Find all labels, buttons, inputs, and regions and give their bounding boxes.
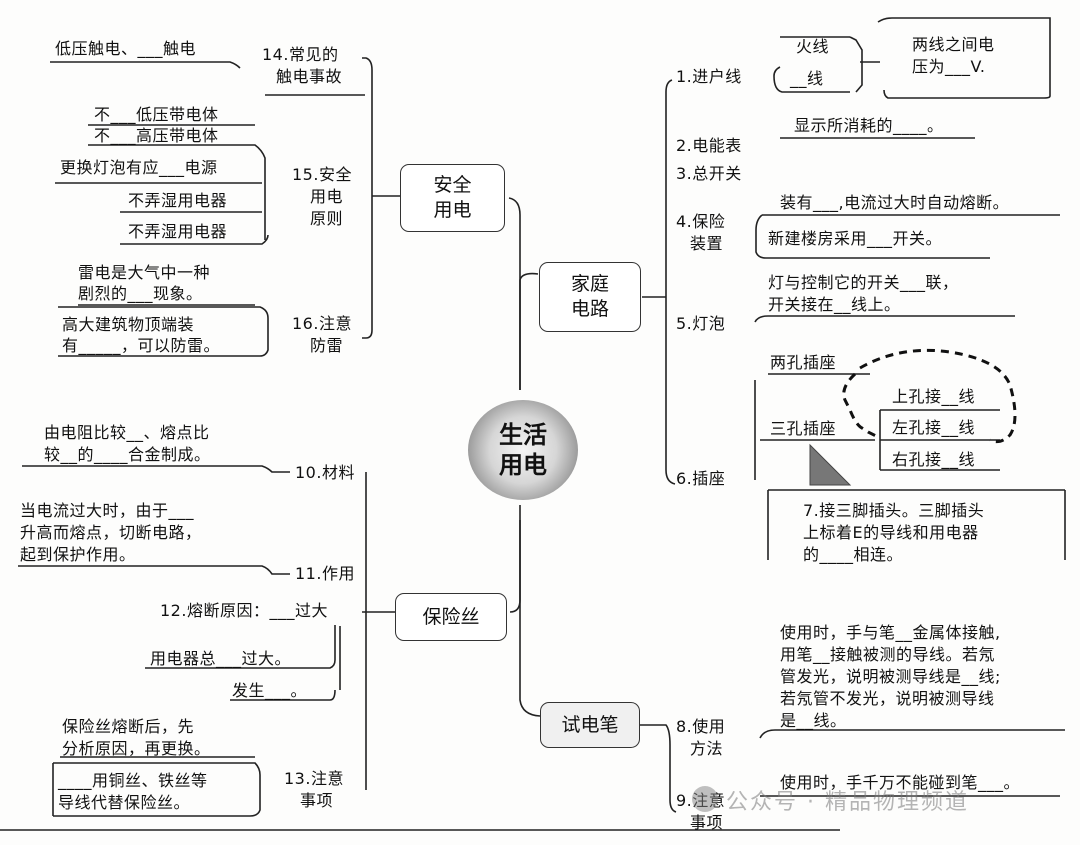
- label-3: 3.总开关: [676, 164, 742, 183]
- node-household-line2: 电路: [570, 298, 609, 320]
- label-14-line1: 14.常见的: [262, 45, 339, 64]
- leaf-11-1: 当电流过大时，由于___: [20, 501, 195, 520]
- node-household-line1: 家庭: [570, 273, 609, 295]
- node-fuse-label: 保险丝: [422, 605, 480, 628]
- voltage-note-1: 两线之间电: [912, 35, 995, 54]
- node-fuse: 保险丝: [395, 593, 507, 641]
- voltage-note-2: 压为___V.: [912, 57, 986, 76]
- leaf-9: 使用时，手千万不能碰到笔___。: [780, 773, 1021, 792]
- center-topic: 生活 用电: [468, 400, 578, 500]
- leaf-8-1: 使用时，手与笔__金属体接触,: [780, 623, 1001, 642]
- node-safety-line2: 用电: [433, 199, 472, 221]
- leaf-11-3: 起到保护作用。: [20, 545, 136, 564]
- label-2: 2.电能表: [676, 136, 742, 155]
- leaf-13-2b: 导线代替保险丝。: [58, 793, 191, 812]
- label-10: 10.材料: [295, 463, 355, 482]
- label-16-line1: 16.注意: [292, 314, 352, 333]
- leaf-16-2a: 高大建筑物顶端装: [62, 315, 195, 334]
- other-wire: __线: [790, 69, 824, 88]
- label-15-line3: 原则: [310, 209, 344, 228]
- leaf-14: 低压触电、___触电: [55, 39, 197, 58]
- label-13-line1: 13.注意: [284, 769, 344, 788]
- leaf-2: 显示所消耗的____。: [794, 116, 944, 135]
- leaf-11-2: 升高而熔点，切断电路，: [20, 523, 202, 542]
- leaf-15-1: 不___低压带电体: [94, 105, 219, 124]
- label-5: 5.灯泡: [676, 314, 726, 333]
- fire-wire: 火线: [796, 37, 830, 56]
- leaf-12-2: 发生___。: [232, 681, 308, 700]
- leaf-15-4: 不弄湿用电器: [128, 191, 228, 210]
- label-8-line2: 方法: [690, 739, 724, 758]
- leaf-13-2a: ____用铜丝、铁丝等: [58, 771, 208, 790]
- leaf-8-4: 若氖管不发光，说明被测导线: [780, 689, 995, 708]
- three-hole-socket: 三孔插座: [770, 419, 837, 438]
- label-13-line2: 事项: [300, 791, 334, 810]
- leaf-8-2: 用笔__接触被测的导线。若氖: [780, 645, 996, 664]
- n7-line3: 的____相连。: [803, 545, 904, 564]
- leaf-8-5: 是__线。: [780, 711, 847, 730]
- node-tester-label: 试电笔: [561, 713, 619, 736]
- label-6: 6.插座: [676, 469, 726, 488]
- leaf-13-1a: 保险丝熔断后，先: [62, 717, 195, 736]
- wechat-logo-icon: [692, 786, 718, 812]
- leaf-16-1a: 雷电是大气中一种: [78, 263, 211, 282]
- label-11: 11.作用: [295, 564, 355, 583]
- node-tester: 试电笔: [540, 702, 640, 748]
- leaf-10-1: 由电阻比较__、熔点比: [44, 423, 210, 442]
- label-8-line1: 8.使用: [676, 717, 726, 736]
- leaf-10-2: 较__的____合金制成。: [44, 445, 211, 464]
- label-9-line2: 事项: [690, 813, 724, 832]
- node-household-circuit: 家庭 电路: [539, 262, 641, 332]
- label-1: 1.进户线: [676, 67, 742, 86]
- leaf-15-3: 更换灯泡有应___电源: [60, 158, 218, 177]
- leaf-12-1: 用电器总___过大。: [150, 649, 292, 668]
- label-15-line2: 用电: [310, 187, 344, 206]
- label-4-line2: 装置: [690, 234, 724, 253]
- label-16-line2: 防雷: [310, 336, 344, 355]
- leaf-16-2b: 有_____，可以防雷。: [62, 336, 221, 355]
- node-safety: 安全 用电: [400, 164, 505, 232]
- label-14-line2: 触电事故: [276, 67, 343, 86]
- leaf-5-2: 开关接在__线上。: [768, 295, 901, 314]
- watermark: 公众号 · 精品物理频道: [726, 790, 969, 815]
- n7-line2: 上标着E的导线和用电器: [803, 523, 979, 542]
- n7-line1: 7.接三脚插头。三脚插头: [803, 501, 985, 520]
- label-12: 12.熔断原因：___过大: [160, 601, 328, 620]
- leaf-13-1b: 分析原因，再更换。: [62, 739, 211, 758]
- label-4-line1: 4.保险: [676, 212, 726, 231]
- right-hole: 右孔接__线: [892, 450, 976, 469]
- leaf-4-1: 装有___,电流过大时自动熔断。: [780, 193, 1010, 212]
- leaf-4-2: 新建楼房采用___开关。: [768, 229, 943, 248]
- label-15-line1: 15.安全: [292, 165, 352, 184]
- leaf-15-2: 不___高压带电体: [94, 126, 219, 145]
- left-hole: 左孔接__线: [892, 418, 976, 437]
- leaf-15-5: 不弄湿用电器: [128, 222, 228, 241]
- leaf-16-1b: 剧烈的___现象。: [78, 284, 203, 303]
- node-safety-line1: 安全: [433, 174, 472, 196]
- upper-hole: 上孔接__线: [892, 387, 976, 406]
- leaf-8-3: 管发光，说明被测导线是__线;: [780, 667, 1001, 686]
- leaf-5-1: 灯与控制它的开关___联，: [768, 273, 959, 292]
- center-topic-line1: 生活: [499, 421, 547, 449]
- two-hole-socket: 两孔插座: [770, 353, 837, 372]
- center-topic-line2: 用电: [499, 451, 547, 479]
